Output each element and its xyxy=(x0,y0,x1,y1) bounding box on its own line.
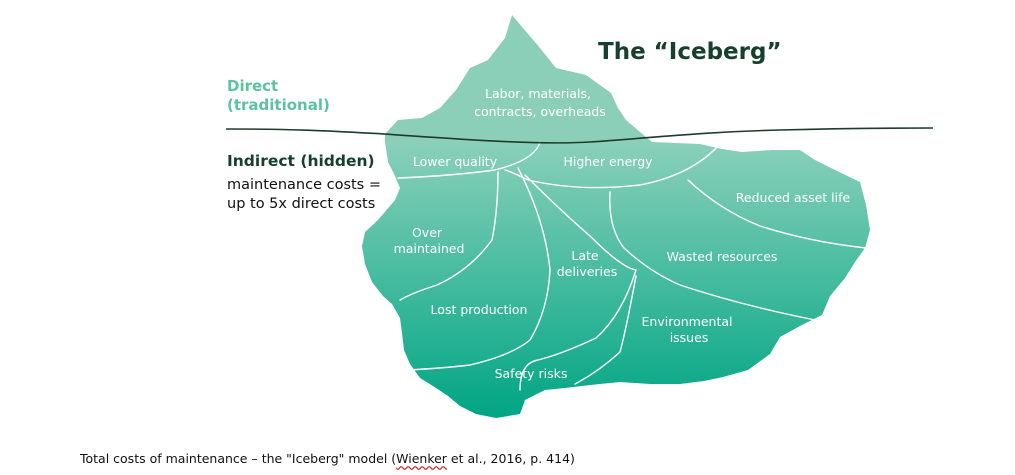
iceberg-body xyxy=(362,142,870,418)
label-higher-energy: Higher energy xyxy=(563,154,653,169)
label-safety-risks: Safety risks xyxy=(495,366,568,381)
label-wasted-resources: Wasted resources xyxy=(667,249,778,264)
divider-bottom-mid xyxy=(519,269,637,391)
label-direct-costs: Labor, materials, contracts, overheads xyxy=(474,86,606,119)
divider-center-left xyxy=(407,167,551,371)
caption-suffix: et al., 2016, p. 414) xyxy=(446,451,575,466)
iceberg-tip xyxy=(385,15,652,142)
indirect-desc-line1: maintenance costs = xyxy=(227,177,381,193)
label-reduced-asset-life: Reduced asset life xyxy=(736,190,851,205)
label-lower-quality: Lower quality xyxy=(413,154,498,169)
caption-prefix: Total costs of maintenance – the "Iceber… xyxy=(80,451,397,466)
segment-dividers xyxy=(397,141,867,391)
divider-top-right xyxy=(504,143,721,189)
divider-top-left xyxy=(397,141,541,179)
divider-left-vertical xyxy=(399,171,499,301)
label-over-maintained: Over maintained xyxy=(394,225,465,256)
diagram-title: The “Iceberg” xyxy=(598,39,782,65)
indirect-desc-line2: up to 5x direct costs xyxy=(227,195,376,212)
label-lost-production: Lost production xyxy=(431,302,528,317)
caption-author: Wienker xyxy=(396,451,447,466)
divider-center-right xyxy=(609,191,816,321)
water-line xyxy=(225,127,934,144)
label-environmental-issues: Environmental issues xyxy=(642,314,737,345)
figure-caption: Total costs of maintenance – the "Iceber… xyxy=(80,451,575,467)
direct-label-line1: Direct xyxy=(227,77,279,95)
direct-label-line2: (traditional) xyxy=(227,95,330,114)
indirect-description: maintenance costs = up to 5x direct cost… xyxy=(227,176,381,214)
indirect-heading: Indirect (hidden) xyxy=(227,152,375,170)
divider-right-upper xyxy=(687,179,867,249)
direct-label: Direct (traditional) xyxy=(227,77,330,115)
divider-center xyxy=(524,174,637,271)
label-late-deliveries: Late deliveries xyxy=(557,248,617,279)
divider-bottom-right xyxy=(574,275,637,385)
